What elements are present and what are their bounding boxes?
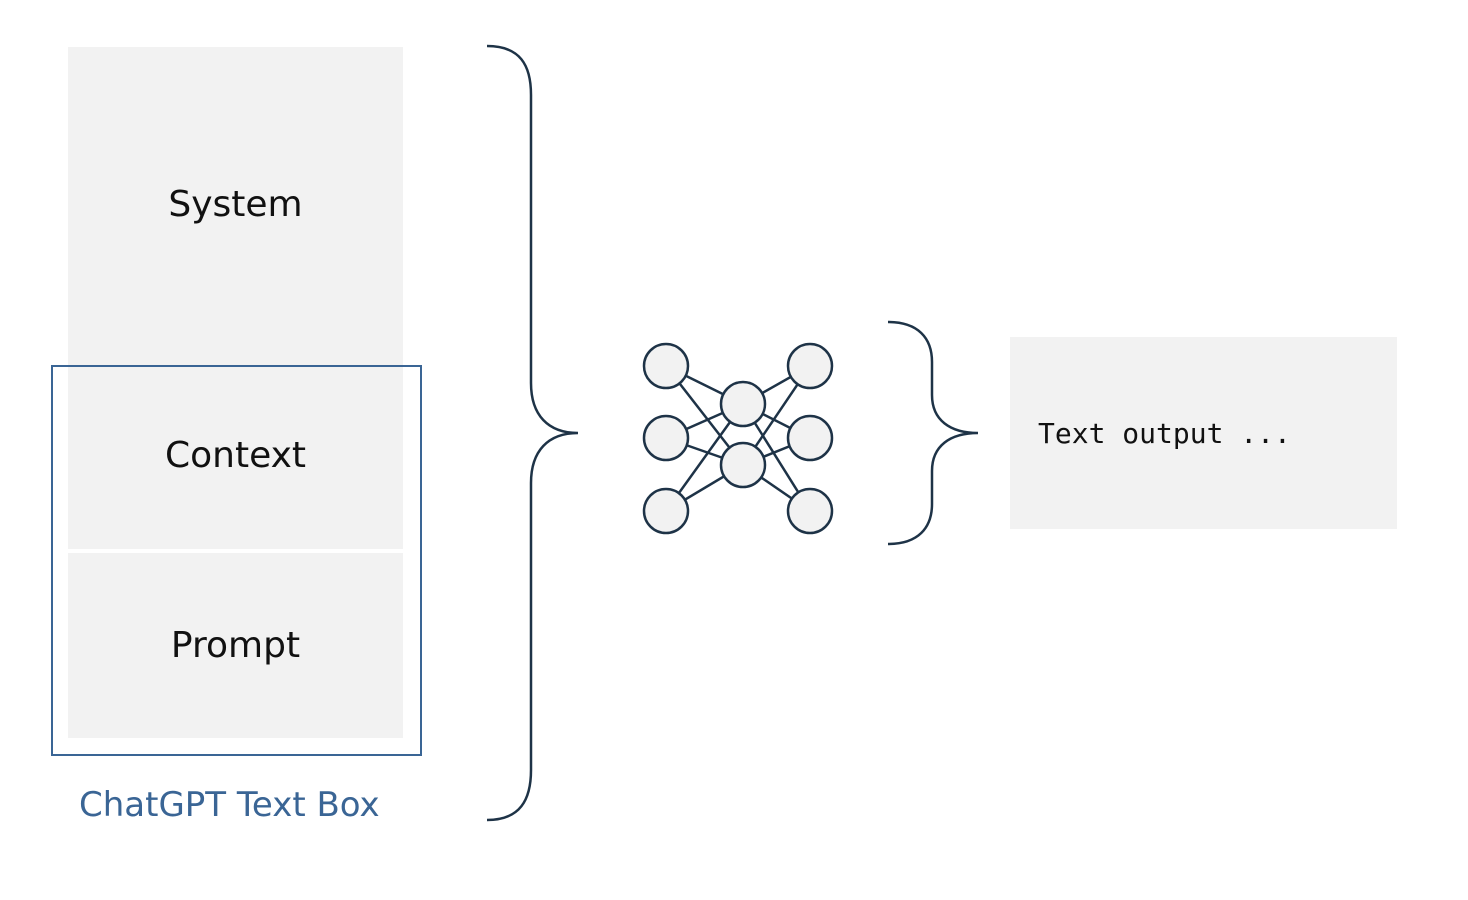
system-section: System — [68, 47, 403, 362]
network-node — [786, 487, 834, 535]
network-node — [642, 487, 690, 535]
network-node — [642, 342, 690, 390]
system-label: System — [168, 184, 303, 225]
network-node — [786, 414, 834, 462]
textbox-caption: ChatGPT Text Box — [79, 785, 380, 825]
output-box: Text output ... — [1010, 337, 1397, 529]
network-node — [786, 342, 834, 390]
neural-network-icon — [642, 342, 834, 535]
context-section: Context — [68, 362, 403, 549]
prompt-section: Prompt — [68, 553, 403, 738]
network-node — [719, 380, 767, 428]
chatgpt-textbox-outline — [51, 365, 422, 756]
output-brace — [887, 320, 979, 546]
network-node — [719, 441, 767, 489]
network-node — [642, 414, 690, 462]
input-brace — [486, 44, 579, 822]
context-label: Context — [164, 435, 307, 476]
output-text: Text output ... — [1038, 417, 1291, 450]
prompt-label: Prompt — [170, 625, 301, 666]
